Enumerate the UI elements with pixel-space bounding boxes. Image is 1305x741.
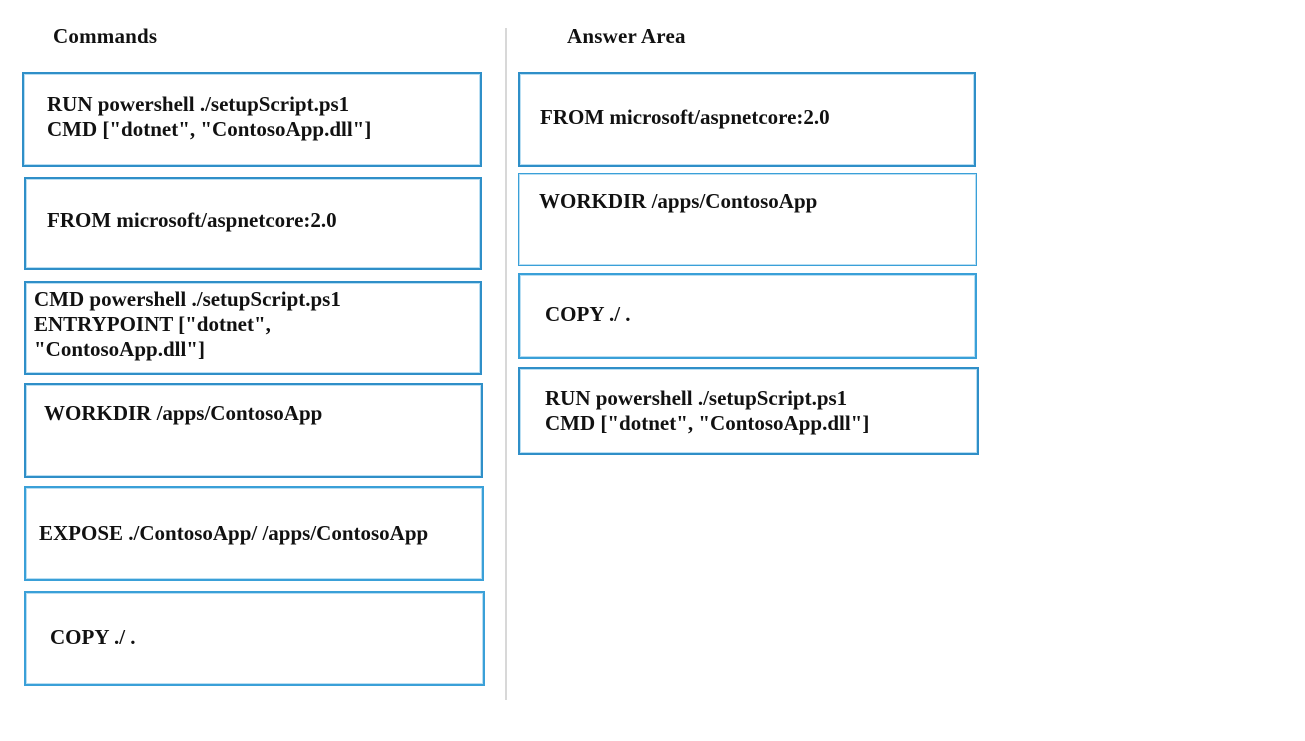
- command-text-line: EXPOSE ./ContosoApp/ /apps/ContosoApp: [39, 521, 429, 545]
- command-text-line: ENTRYPOINT ["dotnet",: [34, 312, 271, 336]
- answer-slot-3[interactable]: COPY ./ .: [518, 273, 977, 359]
- answer-text-line: RUN powershell ./setupScript.ps1: [545, 386, 848, 410]
- command-card-expose[interactable]: EXPOSE ./ContosoApp/ /apps/ContosoApp: [24, 486, 484, 581]
- command-card-run-cmd[interactable]: RUN powershell ./setupScript.ps1 CMD ["d…: [22, 72, 482, 167]
- command-text-line: FROM microsoft/aspnetcore:2.0: [47, 208, 337, 232]
- command-text-line: COPY ./ .: [50, 625, 136, 649]
- command-text-line: RUN powershell ./setupScript.ps1: [47, 92, 350, 116]
- command-card-copy[interactable]: COPY ./ .: [24, 591, 485, 686]
- answer-slot-1[interactable]: FROM microsoft/aspnetcore:2.0: [518, 72, 976, 167]
- answer-slot-2[interactable]: WORKDIR /apps/ContosoApp: [518, 173, 977, 266]
- command-text-line: CMD ["dotnet", "ContosoApp.dll"]: [47, 117, 372, 141]
- commands-heading: Commands: [53, 24, 158, 48]
- answer-text-line: WORKDIR /apps/ContosoApp: [539, 189, 818, 213]
- column-divider: [505, 28, 507, 700]
- answer-text-line: FROM microsoft/aspnetcore:2.0: [540, 105, 830, 129]
- command-card-cmd-entrypoint[interactable]: CMD powershell ./setupScript.ps1 ENTRYPO…: [24, 281, 482, 375]
- command-card-workdir[interactable]: WORKDIR /apps/ContosoApp: [24, 383, 483, 478]
- command-card-from[interactable]: FROM microsoft/aspnetcore:2.0: [24, 177, 482, 270]
- answer-text-line: COPY ./ .: [545, 302, 631, 326]
- answer-slot-4[interactable]: RUN powershell ./setupScript.ps1 CMD ["d…: [518, 367, 979, 455]
- answer-area-heading: Answer Area: [567, 24, 686, 48]
- command-text-line: CMD powershell ./setupScript.ps1: [34, 287, 341, 311]
- command-text-line: "ContosoApp.dll"]: [34, 337, 205, 361]
- answer-text-line: CMD ["dotnet", "ContosoApp.dll"]: [545, 411, 870, 435]
- command-text-line: WORKDIR /apps/ContosoApp: [44, 401, 323, 425]
